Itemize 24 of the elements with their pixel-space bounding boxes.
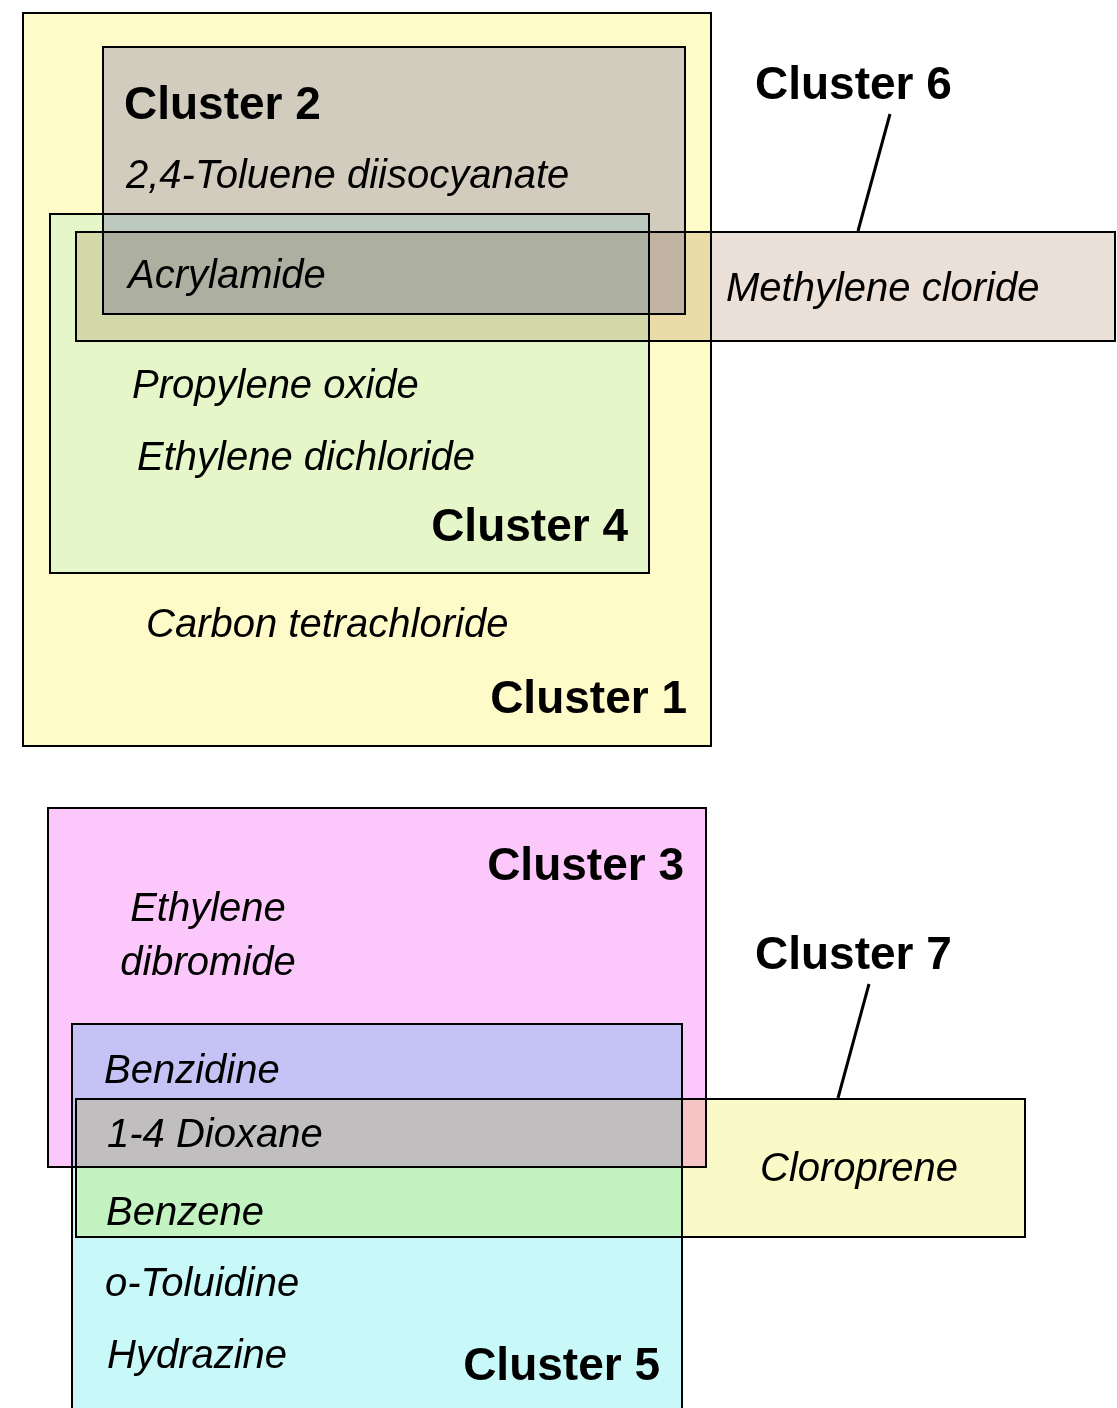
cluster-title: Cluster 2 xyxy=(124,78,321,128)
chemical-name: o-Toluidine xyxy=(105,1260,300,1304)
cluster-title: Cluster 1 xyxy=(490,672,687,722)
chemical-name: Propylene oxide xyxy=(132,362,419,406)
leader-line xyxy=(856,113,892,232)
chemical-name: Carbon tetrachloride xyxy=(146,601,509,645)
chemical-name: Acrylamide xyxy=(128,252,326,296)
cluster-title: Cluster 5 xyxy=(463,1339,660,1389)
cluster-box xyxy=(75,1098,1026,1238)
leader-line xyxy=(836,983,871,1099)
cluster-title: Cluster 3 xyxy=(487,839,684,889)
chemical-name: Ethylene dibromide xyxy=(119,884,297,985)
chemical-name: Benzidine xyxy=(104,1047,280,1091)
chemical-name: Methylene cloride xyxy=(726,265,1040,309)
chemical-name: Benzene xyxy=(106,1189,264,1233)
chemical-name: Cloroprene xyxy=(760,1145,958,1189)
chemical-name: Hydrazine xyxy=(107,1332,288,1376)
cluster-title: Cluster 4 xyxy=(431,500,628,550)
cluster-title: Cluster 7 xyxy=(755,928,952,978)
cluster-box xyxy=(75,231,1116,342)
cluster-title: Cluster 6 xyxy=(755,58,952,108)
chemical-name: Ethylene dichloride xyxy=(137,434,475,478)
chemical-name: 1-4 Dioxane xyxy=(107,1111,323,1155)
chemical-name: 2,4-Toluene diisocyanate xyxy=(126,152,570,196)
